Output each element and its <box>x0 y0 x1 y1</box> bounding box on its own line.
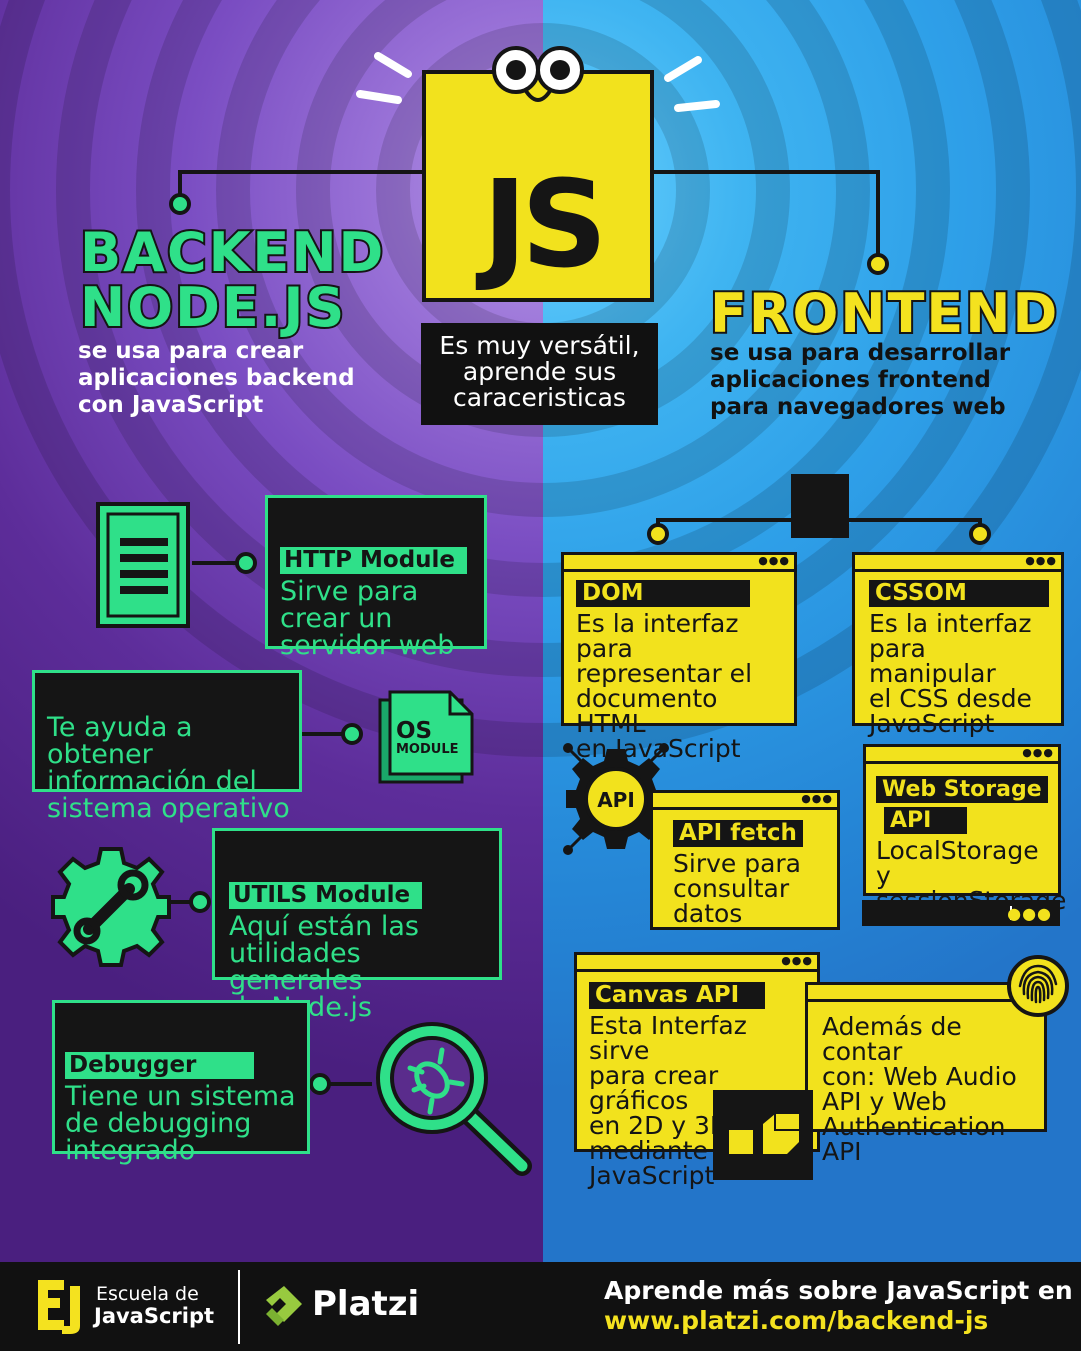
document-icon <box>96 502 190 628</box>
http-module-tag: HTTP Module <box>280 547 468 574</box>
school-name-line2: JavaScript <box>94 1304 215 1328</box>
dom-tag: DOM <box>576 580 750 607</box>
os-module-file-icon <box>378 690 474 784</box>
api-fetch-tag: API fetch <box>673 820 803 847</box>
utils-module-tag: UTILS Module <box>229 882 423 909</box>
window-dots-icon: ●●● <box>801 792 833 805</box>
window-dots-icon: ●●● <box>1022 746 1054 759</box>
js-label: JS <box>482 156 607 295</box>
canvas-tag: Canvas API <box>589 982 765 1009</box>
utils-module-card: UTILS Module Aquí están las utilidades g… <box>212 828 502 1021</box>
magnifier-bug-icon <box>376 1022 532 1176</box>
os-icon-line1: OS <box>396 718 433 744</box>
window-dots-icon: ●●● <box>781 954 813 967</box>
api-fetch-text: Sirve para consultar datos <box>673 849 802 928</box>
cta-url-link[interactable]: www.platzi.com/backend-js <box>604 1306 989 1335</box>
cssom-tag: CSSOM <box>869 580 1049 607</box>
backend-title: BACKEND <box>78 221 386 284</box>
backend-description: se usa para crear aplicaciones backend c… <box>78 338 355 418</box>
school-name-line1: Escuela de <box>96 1283 199 1305</box>
platzi-brand: Platzi <box>312 1284 420 1324</box>
wrench-gear-icon <box>51 847 171 967</box>
debugger-text: Tiene un sistema de debugging integrado <box>65 1081 296 1166</box>
window-dots-icon: ●●● <box>758 554 790 567</box>
dom-text: Es la interfaz para representar el docum… <box>576 609 753 763</box>
extras-window: ●●● Además de contar con: Web Audio API … <box>805 982 1047 1164</box>
debugger-tag: Debugger <box>65 1052 255 1079</box>
os-module-card: Te ayuda a obtener información del siste… <box>32 670 302 822</box>
web-storage-window: ●●● Web Storage API LocalStorage y sessi… <box>863 744 1066 913</box>
escuela-js-logo-icon <box>38 1280 80 1334</box>
canvas-shapes-icon <box>713 1090 813 1180</box>
js-face-icon <box>492 46 584 102</box>
dom-window: ●●● DOM Es la interfaz para representar … <box>561 552 797 761</box>
debugger-card: Debugger Tiene un sistema de debugging i… <box>52 1000 310 1164</box>
platzi-logo-icon <box>266 1286 302 1326</box>
storage-bar: ●●● <box>862 900 1060 926</box>
backend-subtitle-title: NODE.JS <box>78 276 347 339</box>
os-icon-line2: MODULE <box>396 742 459 757</box>
http-module-card: HTTP Module Sirve para crear un servidor… <box>265 495 487 659</box>
frontend-description: se usa para desarrollar aplicaciones fro… <box>710 340 1011 420</box>
cta-text: Aprende más sobre JavaScript en <box>604 1276 1073 1305</box>
extras-text: Además de contar con: Web Audio API y We… <box>822 1012 1017 1166</box>
top-connectors <box>169 52 991 545</box>
http-module-text: Sirve para crear un servidor web <box>280 576 455 661</box>
footer-divider <box>238 1270 240 1344</box>
api-fetch-window: ●●● API fetch Sirve para consultar datos <box>650 790 840 930</box>
os-module-icon-label: OS MODULE <box>396 720 472 758</box>
api-gear-icon <box>563 743 669 855</box>
fingerprint-icon <box>1007 955 1069 1017</box>
center-note: Es muy versátil, aprende sus caraceristi… <box>421 323 658 425</box>
footer: Escuela de JavaScript Platzi Aprende más… <box>0 1262 1081 1351</box>
storage-dots-icon: ●●● <box>1007 904 1052 923</box>
web-storage-tag-api: API <box>884 807 968 834</box>
window-dots-icon: ●●● <box>1025 554 1057 567</box>
cssom-window: ●●● CSSOM Es la interfaz para manipular … <box>852 552 1064 736</box>
cssom-text: Es la interfaz para manipular el CSS des… <box>869 609 1032 738</box>
os-module-text: Te ayuda a obtener información del siste… <box>47 712 290 824</box>
frontend-title: FRONTEND <box>708 282 1060 345</box>
concentric-rings <box>0 0 1081 1262</box>
backend-connectors <box>165 552 372 1095</box>
api-badge-label: API <box>597 788 635 812</box>
web-storage-tag: Web Storage <box>876 776 1048 803</box>
